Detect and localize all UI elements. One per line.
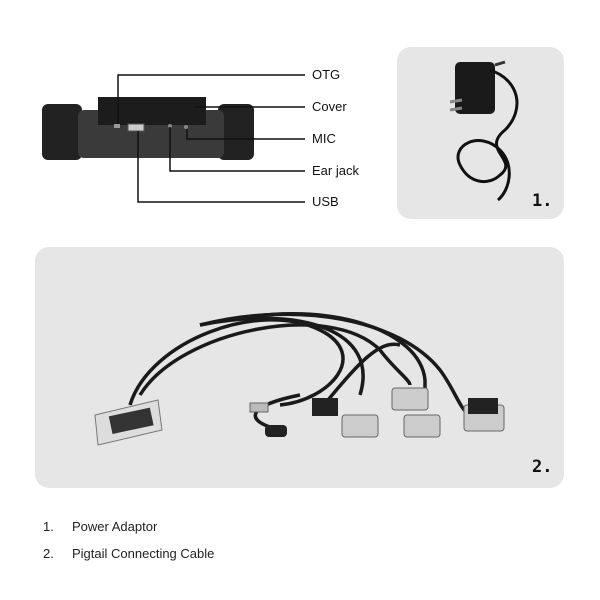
callout-mic: MIC: [312, 131, 336, 146]
device-image: [42, 97, 254, 160]
list-item-label: Power Adaptor: [72, 519, 158, 534]
list-item-number: 2.: [43, 546, 54, 561]
connectors: [94, 387, 505, 446]
callout-ear-jack: Ear jack: [312, 163, 359, 178]
list-item-number: 1.: [43, 519, 54, 534]
power-adaptor-image: [449, 60, 519, 202]
callout-cover: Cover: [312, 99, 347, 114]
pigtail-cable-panel: [35, 247, 564, 488]
callout-usb: USB: [312, 194, 339, 209]
list-item-label: Pigtail Connecting Cable: [72, 546, 215, 561]
callout-lines: [117, 74, 305, 203]
pigtail-cable-image: [128, 312, 471, 432]
callout-otg: OTG: [312, 67, 341, 82]
adapter-panel-number: 1.: [532, 191, 553, 211]
cable-panel-number: 2.: [532, 457, 553, 477]
